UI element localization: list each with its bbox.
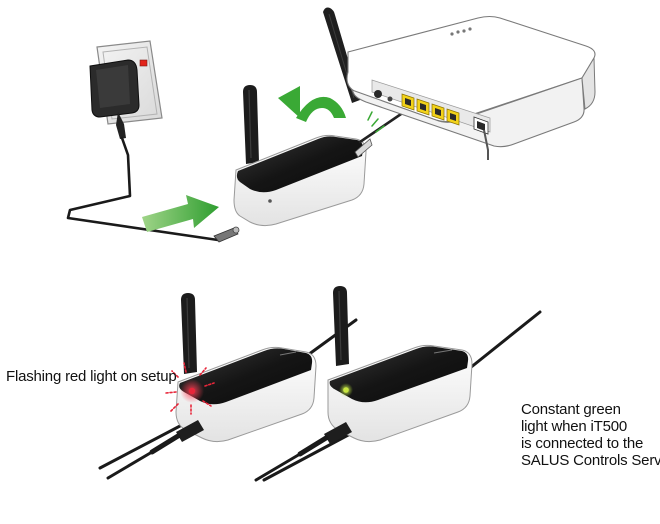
caption-line: is connected to the (521, 435, 644, 452)
ethernet-ports (401, 93, 460, 126)
connected-light-caption: Constant green light when iT500 is conne… (521, 401, 660, 469)
caption-line: Constant green (521, 401, 621, 418)
status-led-green (339, 383, 353, 397)
power-adapter-icon (89, 59, 140, 139)
gateway-icon (98, 293, 358, 480)
arrow-icon (278, 86, 346, 122)
gateway-icon (254, 286, 542, 482)
setup-light-caption: Flashing red light on setup (6, 368, 177, 385)
caption-line: SALUS Controls Server. (521, 452, 660, 469)
router-icon (323, 7, 596, 160)
status-led-red (165, 362, 215, 415)
power-cable (66, 136, 240, 243)
switch-icon (139, 59, 148, 67)
caption-line: light when iT500 (521, 418, 628, 435)
arrow-icon (142, 195, 219, 232)
dc-plug-icon (213, 227, 239, 243)
gateway-icon (233, 85, 367, 227)
